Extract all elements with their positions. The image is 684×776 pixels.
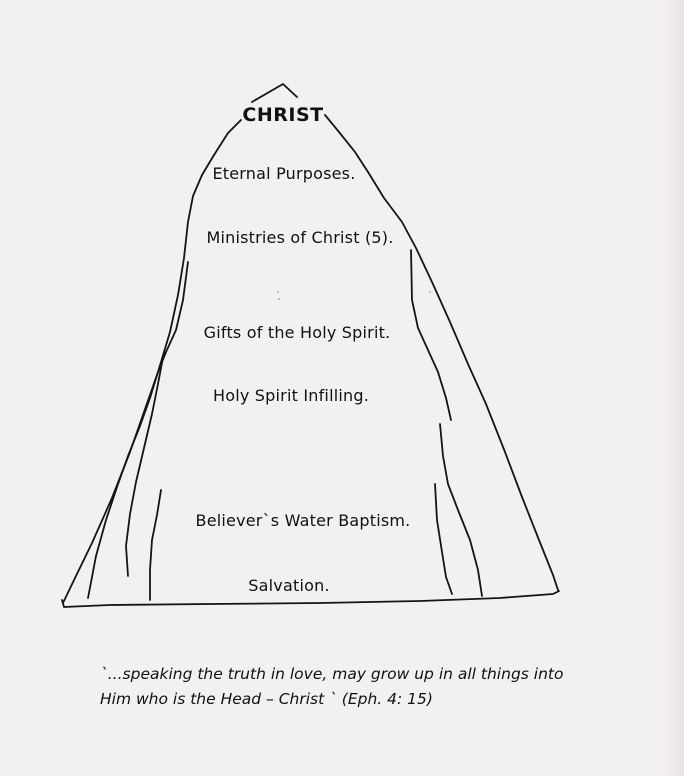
scripture-quote: `...speaking the truth in love, may grow… <box>100 662 600 712</box>
quote-line-2: Him who is the Head – Christ ` (Eph. 4: … <box>100 690 433 708</box>
quote-line-1: `...speaking the truth in love, may grow… <box>100 665 564 683</box>
apex-label: CHRIST <box>242 104 324 126</box>
mountain-peak <box>251 83 298 103</box>
level-label: Eternal Purposes. <box>212 164 356 183</box>
level-label: Gifts of the Holy Spirit. <box>203 323 391 342</box>
scan-speck <box>278 298 280 300</box>
level-label: Holy Spirit Infilling. <box>212 386 370 405</box>
level-label: Salvation. <box>248 576 330 595</box>
scan-speck <box>429 291 431 293</box>
scan-speck <box>277 291 279 293</box>
left-ridge-line-2 <box>125 351 165 577</box>
mountain-left-edge <box>62 119 242 604</box>
mountain-base <box>61 590 560 608</box>
level-label: Believer`s Water Baptism. <box>195 511 411 530</box>
level-label: Ministries of Christ (5). <box>206 228 394 247</box>
page-edge-shadow <box>662 0 684 776</box>
left-ridge-line-1 <box>87 261 189 599</box>
left-ridge-line-3 <box>149 489 162 601</box>
right-ridge-line-3 <box>434 483 453 595</box>
right-ridge-line-1 <box>410 249 452 421</box>
mountain-right-edge <box>324 114 559 591</box>
right-ridge-line-2 <box>439 423 483 597</box>
